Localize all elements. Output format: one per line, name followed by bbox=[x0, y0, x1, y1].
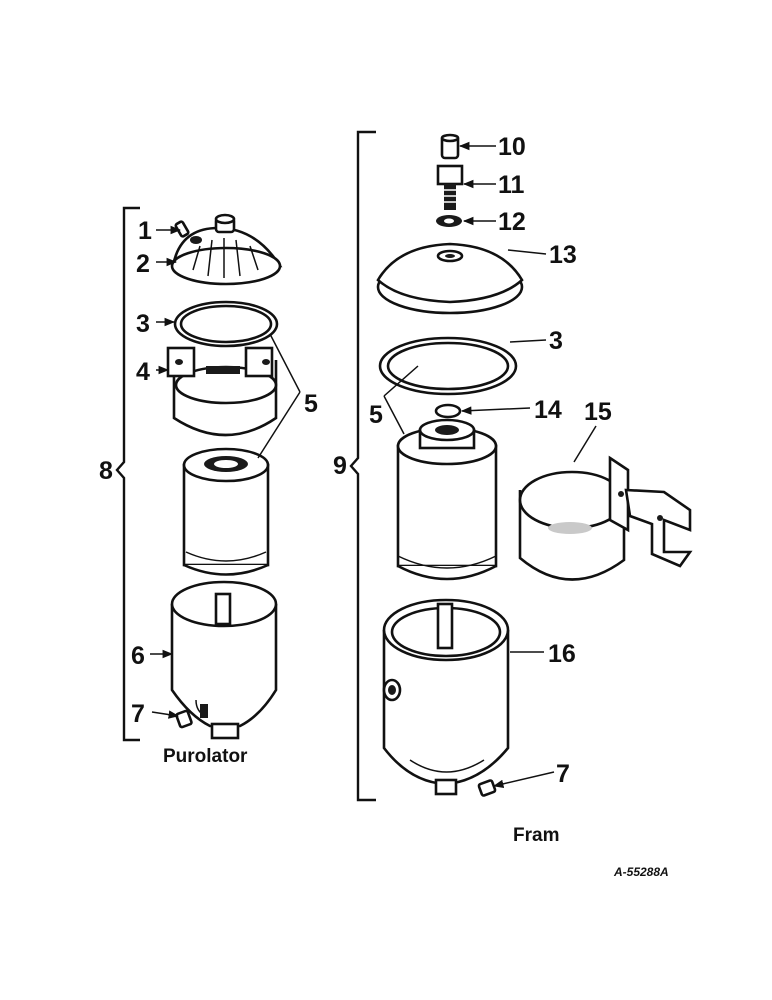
part-10-cap-nut bbox=[440, 133, 460, 160]
callout-14: 14 bbox=[534, 396, 562, 424]
part-4-clamp bbox=[166, 346, 278, 437]
part-3-gasket-right bbox=[378, 336, 518, 396]
callout-7-left: 7 bbox=[131, 700, 145, 728]
part-2-cover bbox=[170, 213, 283, 286]
part-16-bowl bbox=[382, 598, 510, 796]
callout-3-right: 3 bbox=[549, 327, 563, 355]
fram-assembly bbox=[349, 130, 693, 802]
callout-7-right: 7 bbox=[556, 760, 570, 788]
part-13-cover bbox=[376, 242, 524, 315]
callout-11: 11 bbox=[498, 171, 525, 199]
callout-16: 16 bbox=[548, 640, 576, 668]
part-3-gasket-left bbox=[173, 300, 279, 348]
callout-2: 2 bbox=[136, 250, 150, 278]
part-7-drain-plug-left bbox=[175, 709, 193, 729]
callout-10: 10 bbox=[498, 133, 526, 161]
callout-labels: 1 2 3 4 5 6 7 8 9 10 11 12 13 3 5 14 15 … bbox=[99, 133, 612, 788]
callout-1: 1 bbox=[138, 217, 152, 245]
part-14-o-ring bbox=[434, 403, 462, 419]
bracket-8 bbox=[115, 206, 140, 742]
callout-4: 4 bbox=[136, 358, 150, 386]
callout-3-left: 3 bbox=[136, 310, 150, 338]
part-5-element-left bbox=[182, 447, 270, 576]
bracket-9 bbox=[349, 130, 376, 802]
callout-8: 8 bbox=[99, 457, 113, 485]
part-5-element-right bbox=[396, 418, 498, 581]
callout-15: 15 bbox=[584, 398, 612, 426]
callout-9: 9 bbox=[333, 452, 347, 480]
callout-6: 6 bbox=[131, 642, 145, 670]
part-6-bowl bbox=[170, 580, 278, 740]
caption-purolator: Purolator bbox=[163, 746, 248, 767]
caption-fram: Fram bbox=[513, 825, 559, 846]
drawing-number: A-55288A bbox=[613, 865, 669, 879]
part-7-drain-plug-right bbox=[477, 779, 497, 797]
part-12-washer bbox=[436, 215, 462, 227]
leader-lines bbox=[150, 141, 597, 788]
callout-5-right: 5 bbox=[369, 401, 383, 429]
purolator-assembly bbox=[115, 206, 283, 742]
callout-5-left: 5 bbox=[304, 390, 318, 418]
callout-12: 12 bbox=[498, 208, 526, 236]
part-11-bolt bbox=[436, 164, 464, 210]
part-15-clamp bbox=[518, 455, 693, 581]
callout-13: 13 bbox=[549, 241, 577, 269]
part-1-vent-screw bbox=[174, 220, 190, 238]
